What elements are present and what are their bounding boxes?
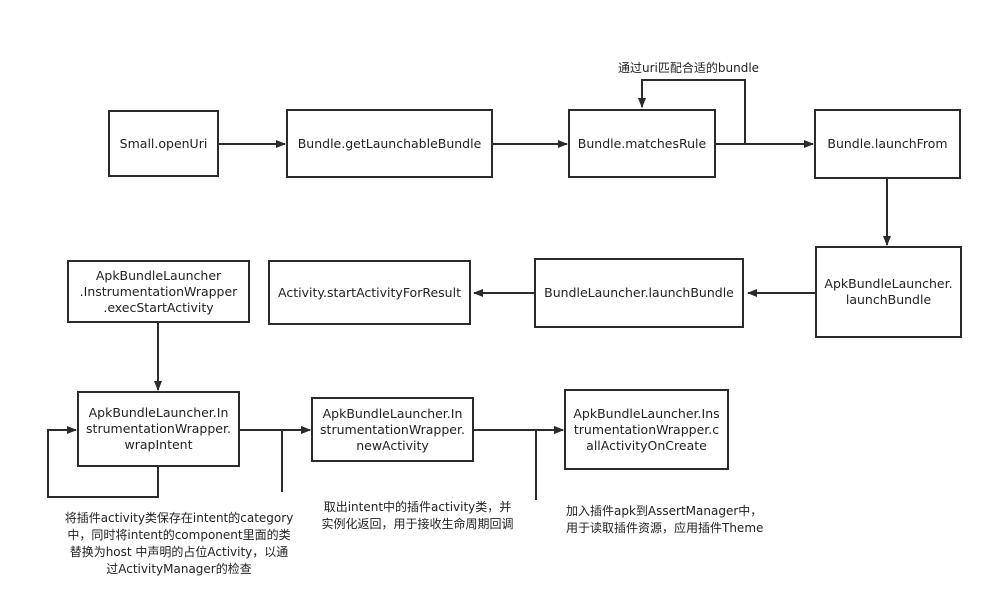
node-bundlelauncher-launchbundle: BundleLauncher.launchBundle [534,258,744,328]
node-label-line: .execStartActivity [103,299,214,315]
node-label-line: ApkBundleLauncher.Ins [573,405,720,421]
note-line: 加入插件apk到AssertManager中， [566,504,763,518]
node-label-line: ApkBundleLauncher.In [322,405,463,421]
node-label-line: Bundle.matchesRule [577,135,707,151]
arrow-wrapintent-self-loop [47,426,159,498]
node-callactivityoncreate: ApkBundleLauncher.Ins trumentationWrappe… [564,389,729,470]
note-line: 过ActivityManager的检查 [106,562,252,576]
node-bundle-matchesrule: Bundle.matchesRule [568,109,716,178]
node-label-line: Activity.startActivityForResult [278,284,461,300]
node-label-line: newActivity [356,437,429,453]
node-newactivity: ApkBundleLauncher.In strumentationWrappe… [311,397,474,462]
node-activity-startactivityforresult: Activity.startActivityForResult [268,260,471,325]
node-apkbundlelauncher-launchbundle: ApkBundleLauncher. launchBundle [815,246,962,338]
node-small-openuri: Small.openUri [108,110,219,177]
node-label-line: wrapIntent [124,437,193,452]
node-label-line: strumentationWrapper. [86,421,231,436]
node-label-line: .InstrumentationWrapper [79,283,238,299]
node-label-line: ApkBundleLauncher.In [88,405,229,420]
note-line: 中，同时将intent的component里面的类 [67,528,291,542]
node-label-line: ApkBundleLauncher. [824,276,953,291]
node-bundle-launchfrom: Bundle.launchFrom [814,109,961,179]
node-label-line: trumentationWrapper.c [573,421,720,437]
node-label-line: ApkBundleLauncher [95,267,222,283]
node-label-line: Bundle.launchFrom [827,136,948,151]
arrow-calloncreate-self-loop [535,426,564,500]
note-line: 用于读取插件资源，应用插件Theme [566,521,764,535]
note-line: 通过uri匹配合适的bundle [618,61,760,75]
note-on-create: 加入插件apk到AssertManager中， 用于读取插件资源，应用插件The… [566,503,786,537]
note-line: 取出intent中的插件activity类，并 [323,500,512,514]
node-bundle-getlaunchablebundle: Bundle.getLaunchableBundle [286,109,493,178]
note-line: 将插件activity类保存在intent的category [64,511,294,525]
note-wrap-intent: 将插件activity类保存在intent的category 中，同时将inte… [44,510,314,578]
node-label-line: strumentationWrapper. [320,421,465,437]
arrow-newactivity-self-loop [281,426,311,492]
node-execstartactivity: ApkBundleLauncher .InstrumentationWrappe… [67,260,250,323]
node-wrapintent: ApkBundleLauncher.In strumentationWrappe… [77,391,240,467]
note-line: 替换为host 中声明的占位Activity，以通 [69,545,289,559]
node-label-line: Bundle.getLaunchableBundle [297,135,482,151]
node-label-line: allActivityOnCreate [586,437,707,453]
note-line: 实例化返回，用于接收生命周期回调 [321,517,514,531]
node-label-line: launchBundle [845,292,932,307]
node-label-line: BundleLauncher.launchBundle [544,285,734,300]
note-match-bundle: 通过uri匹配合适的bundle [618,60,759,77]
arrow-matchesrule-self-loop [638,79,746,144]
note-new-activity: 取出intent中的插件activity类，并 实例化返回，用于接收生命周期回调 [310,499,525,533]
node-label-line: Small.openUri [119,135,208,151]
